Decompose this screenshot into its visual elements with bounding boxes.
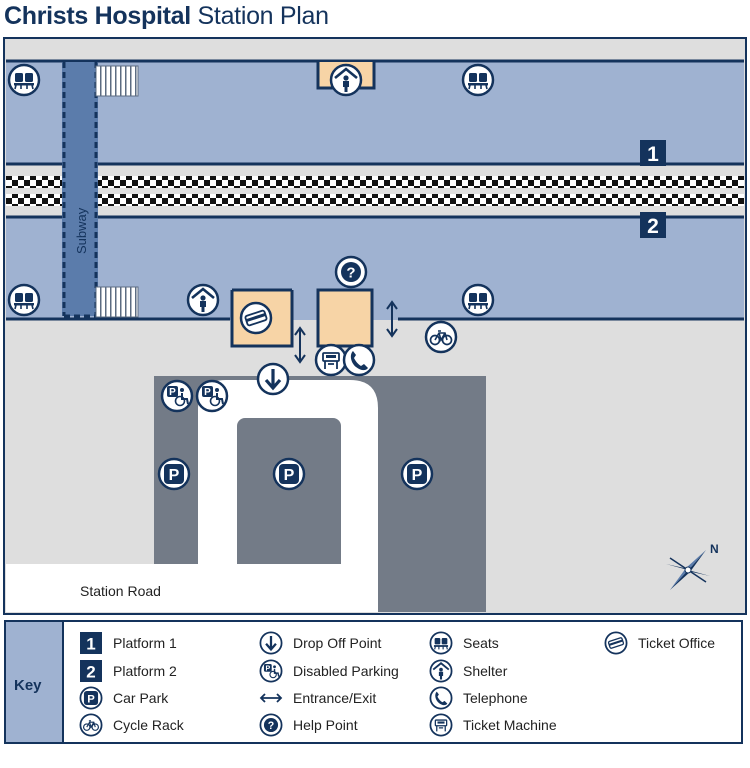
ticket-machine-icon	[429, 713, 453, 737]
key-item-drop-off-point: Drop Off Point	[259, 631, 381, 655]
platform-2-icon: 2	[80, 660, 102, 682]
key-item-seats: Seats	[429, 631, 499, 655]
shelter-icon	[429, 659, 453, 683]
disabled-parking-icon	[259, 659, 283, 683]
car-park-icon	[79, 686, 103, 710]
key-item-platform-2: 2 Platform 2	[79, 659, 177, 683]
seats-icon	[429, 631, 453, 655]
entrance-exit-arrow-1	[386, 300, 398, 338]
platform-1-number: 1	[647, 143, 659, 166]
shelter-icon	[186, 283, 220, 317]
key-title: Key	[14, 677, 42, 694]
cycle-rack-icon	[79, 713, 103, 737]
key-label: Cycle Rack	[113, 717, 184, 733]
key-item-help-point: Help Point	[259, 713, 358, 737]
key-item-cycle-rack: Cycle Rack	[79, 713, 184, 737]
key-item-disabled-parking: Disabled Parking	[259, 659, 399, 683]
key-item-ticket-office: Ticket Office	[604, 631, 715, 655]
disabled-parking-icon	[195, 379, 229, 413]
car-park-icon	[157, 457, 191, 491]
entrance-exit-icon	[259, 693, 283, 703]
stairs-platform-2	[95, 286, 139, 318]
shelter-icon	[329, 63, 363, 97]
drop-off-point-icon	[259, 631, 283, 655]
station-name: Christs Hospital	[4, 2, 191, 30]
seats-icon	[461, 283, 495, 317]
key-label: Car Park	[113, 690, 169, 706]
entrance-exit-arrow-2	[294, 326, 306, 364]
platform-1-icon: 1	[80, 632, 102, 654]
key-sidebar: Key	[6, 622, 64, 742]
title-suffix: Station Plan	[190, 2, 330, 30]
key-label: Disabled Parking	[293, 663, 399, 679]
key-label: Telephone	[463, 690, 528, 706]
platform-1-badge: 1	[640, 140, 666, 166]
svg-text:2: 2	[86, 663, 95, 682]
svg-text:1: 1	[86, 635, 95, 654]
waiting-room-building	[316, 288, 374, 348]
north-label: N	[710, 542, 719, 556]
key-item-ticket-machine: Ticket Machine	[429, 713, 557, 737]
stairs-platform-1	[95, 65, 139, 97]
station-road	[6, 564, 378, 612]
key-label: Drop Off Point	[293, 635, 382, 651]
car-park-icon	[272, 457, 306, 491]
ticket-office-icon	[604, 631, 628, 655]
seats-icon	[7, 63, 41, 97]
key-item-entrance-exit: Entrance/Exit	[259, 686, 376, 710]
key-label: Ticket Office	[638, 635, 716, 651]
key-item-platform-1: 1 Platform 1	[79, 631, 177, 655]
help-point-icon	[334, 255, 368, 289]
key-label: Seats	[463, 635, 499, 651]
key-label: Entrance/Exit	[293, 690, 377, 706]
key-label: Ticket Machine	[463, 717, 557, 733]
page-title: Christs Hospital Station Plan	[4, 2, 329, 31]
cycle-rack-icon	[424, 320, 458, 354]
ticket-office-icon	[239, 301, 273, 335]
platform-2-badge: 2	[640, 212, 666, 238]
station-map: P P ?	[3, 37, 747, 615]
disabled-parking-icon	[160, 379, 194, 413]
key-item-telephone: Telephone	[429, 686, 528, 710]
ticket-machine-icon	[314, 343, 348, 377]
subway	[62, 62, 98, 316]
key-item-shelter: Shelter	[429, 659, 507, 683]
platform-2-number: 2	[647, 215, 659, 238]
station-road-label: Station Road	[80, 583, 161, 599]
key-item-car-park: Car Park	[79, 686, 168, 710]
help-point-icon	[259, 713, 283, 737]
map-key: Key 1 Platform 1 2 Platform 2 Car Park C…	[4, 620, 743, 744]
seats-icon	[7, 283, 41, 317]
key-label: Help Point	[293, 717, 358, 733]
drop-off-point-icon	[256, 362, 290, 396]
telephone-icon	[342, 343, 376, 377]
key-label: Platform 2	[113, 663, 177, 679]
key-label: Shelter	[463, 663, 508, 679]
north-compass-icon	[666, 550, 710, 590]
car-park-icon	[400, 457, 434, 491]
subway-label: Subway	[74, 207, 89, 254]
seats-icon	[461, 63, 495, 97]
key-label: Platform 1	[113, 635, 177, 651]
telephone-icon	[429, 686, 453, 710]
